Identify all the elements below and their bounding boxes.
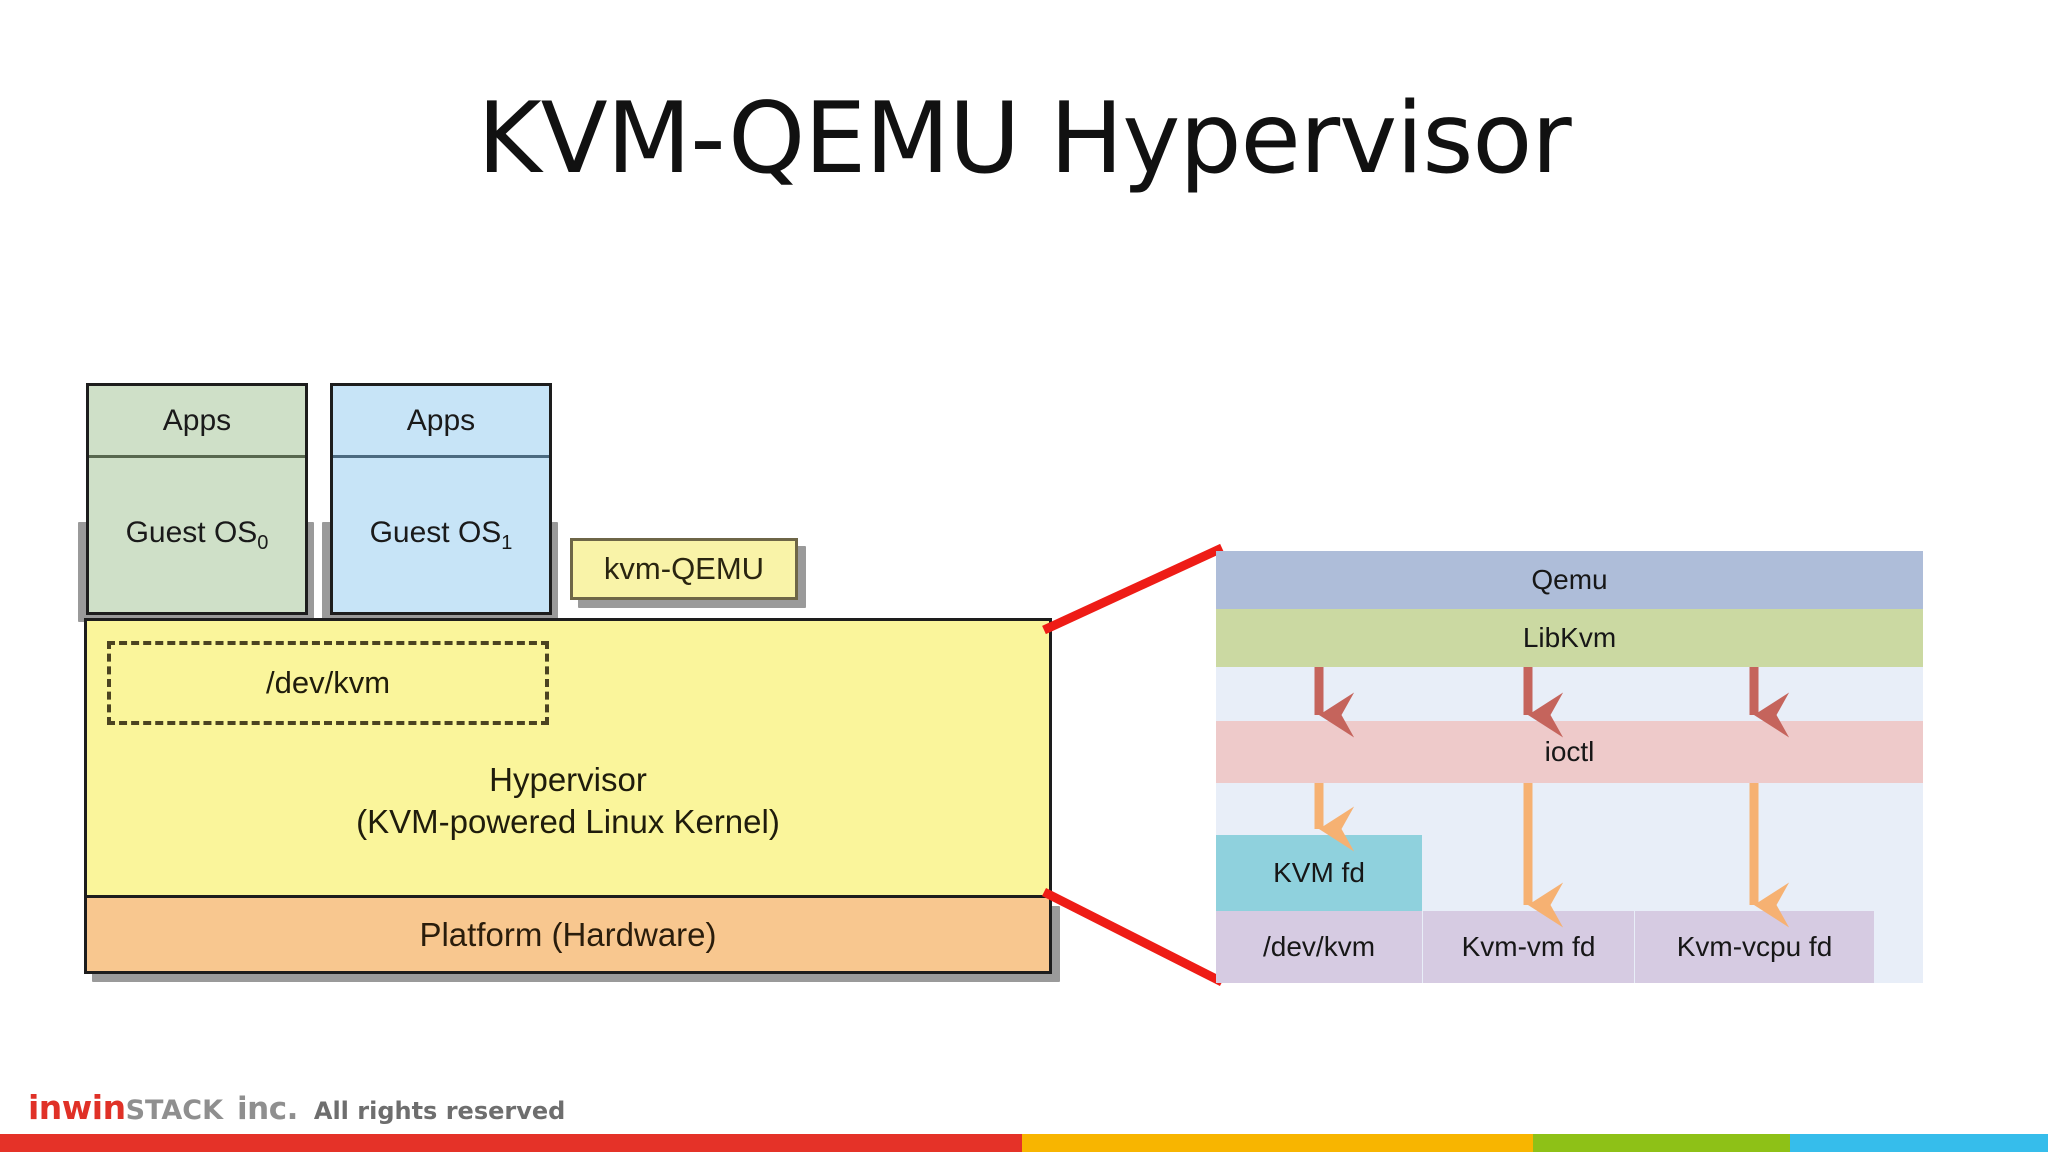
hypervisor-label-line1: Hypervisor bbox=[489, 761, 647, 798]
detail-band-libkvm[interactable]: LibKvm bbox=[1216, 609, 1923, 667]
guest-vm-1-os-label: Guest OS bbox=[369, 515, 502, 549]
footer-bar-segment-4 bbox=[1790, 1134, 2048, 1152]
footer-bar-segment-3 bbox=[1533, 1134, 1790, 1152]
guest-vm-0-apps-label: Apps bbox=[89, 386, 305, 458]
detail-band-qemu[interactable]: Qemu bbox=[1216, 551, 1923, 609]
kvm-detail-panel: Qemu LibKvm ioctl KVM fd /dev/kvm Kvm-vm… bbox=[1216, 551, 1923, 983]
guest-vm-0-os-label: Guest OS bbox=[125, 515, 258, 549]
guest-vm-1-os-subscript: 1 bbox=[501, 531, 513, 554]
guest-vm-1[interactable]: Apps Guest OS1 bbox=[330, 383, 552, 615]
guest-vm-0-os-subscript: 0 bbox=[257, 531, 269, 554]
logo-stack-text: STACK bbox=[125, 1095, 224, 1126]
arrow-red-group bbox=[1314, 667, 1790, 738]
guest-vm-0-os: Guest OS0 bbox=[89, 458, 305, 612]
kvm-qemu-box[interactable]: kvm-QEMU bbox=[570, 538, 798, 600]
detail-box-kvm-vm-fd[interactable]: Kvm-vm fd bbox=[1422, 911, 1634, 983]
guest-vm-0[interactable]: Apps Guest OS0 bbox=[86, 383, 308, 615]
detail-box-kvm-vcpu-fd[interactable]: Kvm-vcpu fd bbox=[1634, 911, 1874, 983]
platform-hardware-box[interactable]: Platform (Hardware) bbox=[84, 898, 1052, 974]
hypervisor-label: Hypervisor (KVM-powered Linux Kernel) bbox=[87, 759, 1049, 843]
footer-rights-text: All rights reserved bbox=[313, 1097, 566, 1125]
footer-bar-segment-1 bbox=[0, 1134, 1022, 1152]
guest-vm-1-os: Guest OS1 bbox=[333, 458, 549, 612]
architecture-diagram: Apps Guest OS0 Apps Guest OS1 kvm-QEMU /… bbox=[78, 383, 1060, 982]
guest-vm-1-apps-label: Apps bbox=[333, 386, 549, 458]
footer-bar-segment-2 bbox=[1022, 1134, 1533, 1152]
hypervisor-label-line2: (KVM-powered Linux Kernel) bbox=[356, 803, 780, 841]
page-title: KVM-QEMU Hypervisor bbox=[477, 82, 1571, 196]
detail-band-ioctl[interactable]: ioctl bbox=[1216, 721, 1923, 783]
hypervisor-box[interactable]: /dev/kvm Hypervisor (KVM-powered Linux K… bbox=[84, 618, 1052, 898]
footer-color-bar bbox=[0, 1134, 2048, 1152]
detail-box-kvm-fd[interactable]: KVM fd bbox=[1216, 835, 1422, 911]
logo-inwin-text: inwin bbox=[28, 1088, 126, 1127]
dev-kvm-dashed-box[interactable]: /dev/kvm bbox=[107, 641, 549, 725]
logo-inc-text: inc. bbox=[237, 1091, 298, 1127]
detail-box-dev-kvm[interactable]: /dev/kvm bbox=[1216, 911, 1422, 983]
